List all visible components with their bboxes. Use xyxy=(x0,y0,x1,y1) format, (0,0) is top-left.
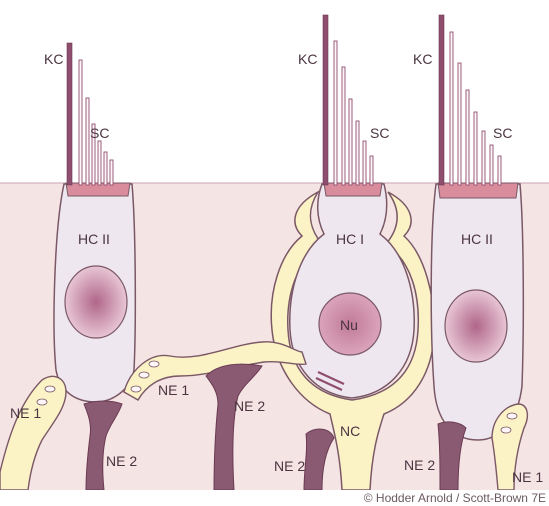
hair-bundle-middle xyxy=(323,15,373,185)
label-kc-middle: KC xyxy=(298,51,317,67)
label-kc-right: KC xyxy=(413,51,432,67)
label-ne2-right: NE 2 xyxy=(404,457,435,473)
label-ne1-right: NE 1 xyxy=(512,469,543,485)
label-ne2-left: NE 2 xyxy=(106,453,137,469)
kinocilium-middle xyxy=(323,15,328,185)
hair-bundle-left xyxy=(67,43,113,185)
label-hc1: HC I xyxy=(336,231,364,247)
copyright-credit: © Hodder Arnold / Scott-Brown 7E xyxy=(364,491,546,505)
label-kc-left: KC xyxy=(44,51,63,67)
nucleus-right xyxy=(445,290,507,362)
hair-bundle-right xyxy=(439,15,501,185)
kinocilium-left xyxy=(67,43,72,185)
label-hc2-left: HC II xyxy=(78,231,110,247)
nucleus-left xyxy=(65,266,127,338)
label-ne1-middle: NE 1 xyxy=(158,382,189,398)
label-nucleus: Nu xyxy=(340,317,358,333)
label-sc-left: SC xyxy=(90,125,109,141)
label-ne2-middle: NE 2 xyxy=(234,398,265,414)
label-sc-right: SC xyxy=(493,125,512,141)
label-ne1-left: NE 1 xyxy=(10,405,41,421)
kinocilium-right xyxy=(439,15,444,185)
label-ne2-lower: NE 2 xyxy=(274,458,305,474)
label-nc: NC xyxy=(340,423,360,439)
hair-cell-type-2-right xyxy=(431,183,523,440)
label-hc2-right: HC II xyxy=(461,231,493,247)
hair-cell-type-2-left xyxy=(54,183,135,402)
label-sc-middle: SC xyxy=(370,125,389,141)
